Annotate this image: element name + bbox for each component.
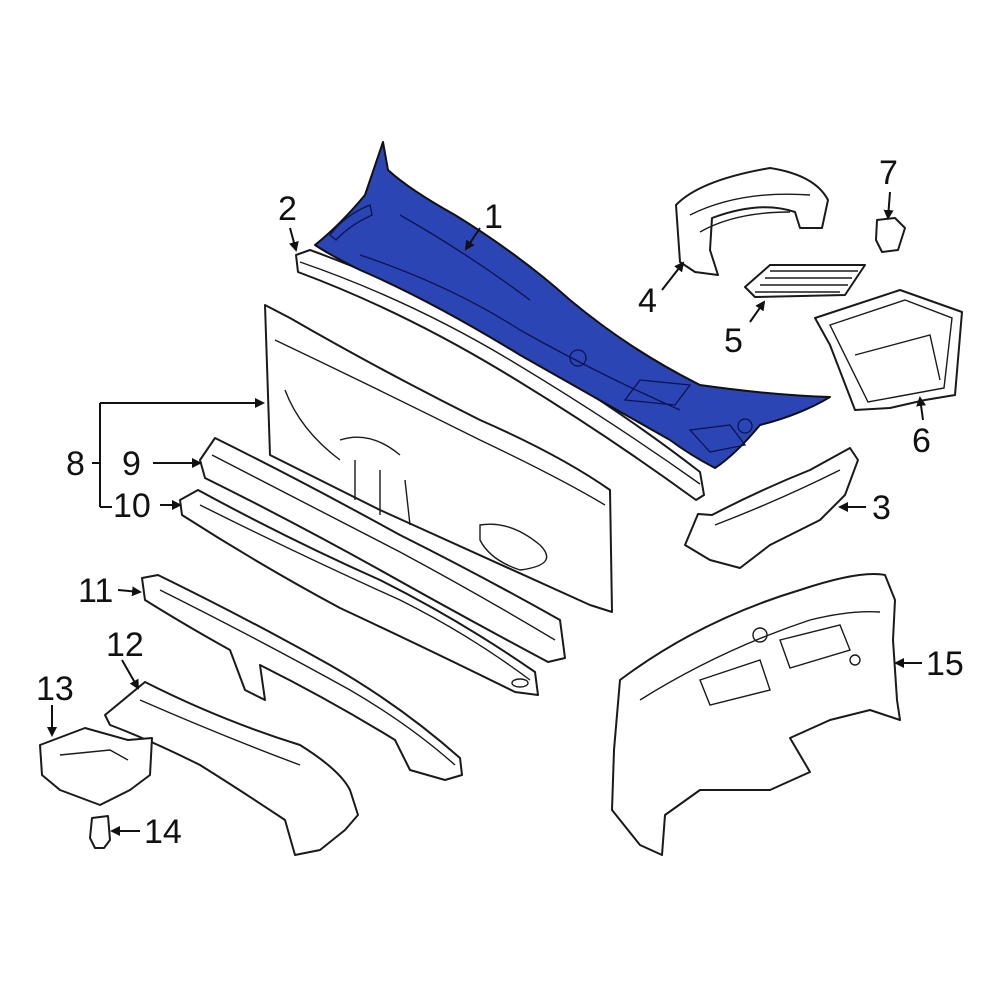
part-12-lower-duct [104,681,359,856]
leader-4 [661,261,685,291]
callout-14: 14 [144,813,182,851]
part-10-lower-bar [179,489,539,696]
callout-13: 13 [36,670,74,708]
leader-11 [117,586,142,597]
part-7-clip [875,217,906,253]
part-8-dash-upper-panel [264,304,613,613]
leader-8 [92,403,263,507]
callout-3: 3 [872,489,891,527]
part-4-inlet-housing [675,167,829,276]
leader-5 [749,300,766,323]
callout-11: 11 [78,572,113,610]
callout-leaders [47,191,927,836]
part-1-cowl-panel [314,141,831,469]
callout-9: 9 [122,445,141,483]
callout-10: 10 [113,487,151,525]
part-15-dash-panel [611,573,901,856]
leader-12 [121,659,139,690]
part-3-side-bracket [684,447,859,569]
callout-15: 15 [926,645,964,683]
callout-6: 6 [912,422,931,460]
part-14-plug [89,815,111,849]
part-9-cowl-reinforcement [199,437,566,663]
callout-5: 5 [724,322,743,360]
callout-2: 2 [278,190,297,228]
part-11-cross-bar [141,574,463,781]
callout-8: 8 [66,445,85,483]
part-5-cabin-filter [744,264,866,298]
callout-4: 4 [638,282,657,320]
callout-labels: 1 2 3 4 5 6 7 8 9 10 11 12 13 14 15 [36,154,964,851]
leader-6 [916,396,927,421]
callout-7: 7 [879,154,898,192]
leader-2 [289,227,299,252]
callout-1: 1 [484,198,503,236]
leader-1 [464,227,481,251]
callout-12: 12 [106,626,144,664]
leader-7 [883,191,894,220]
part-13-bracket [39,727,153,806]
part-6-air-box [814,289,963,411]
